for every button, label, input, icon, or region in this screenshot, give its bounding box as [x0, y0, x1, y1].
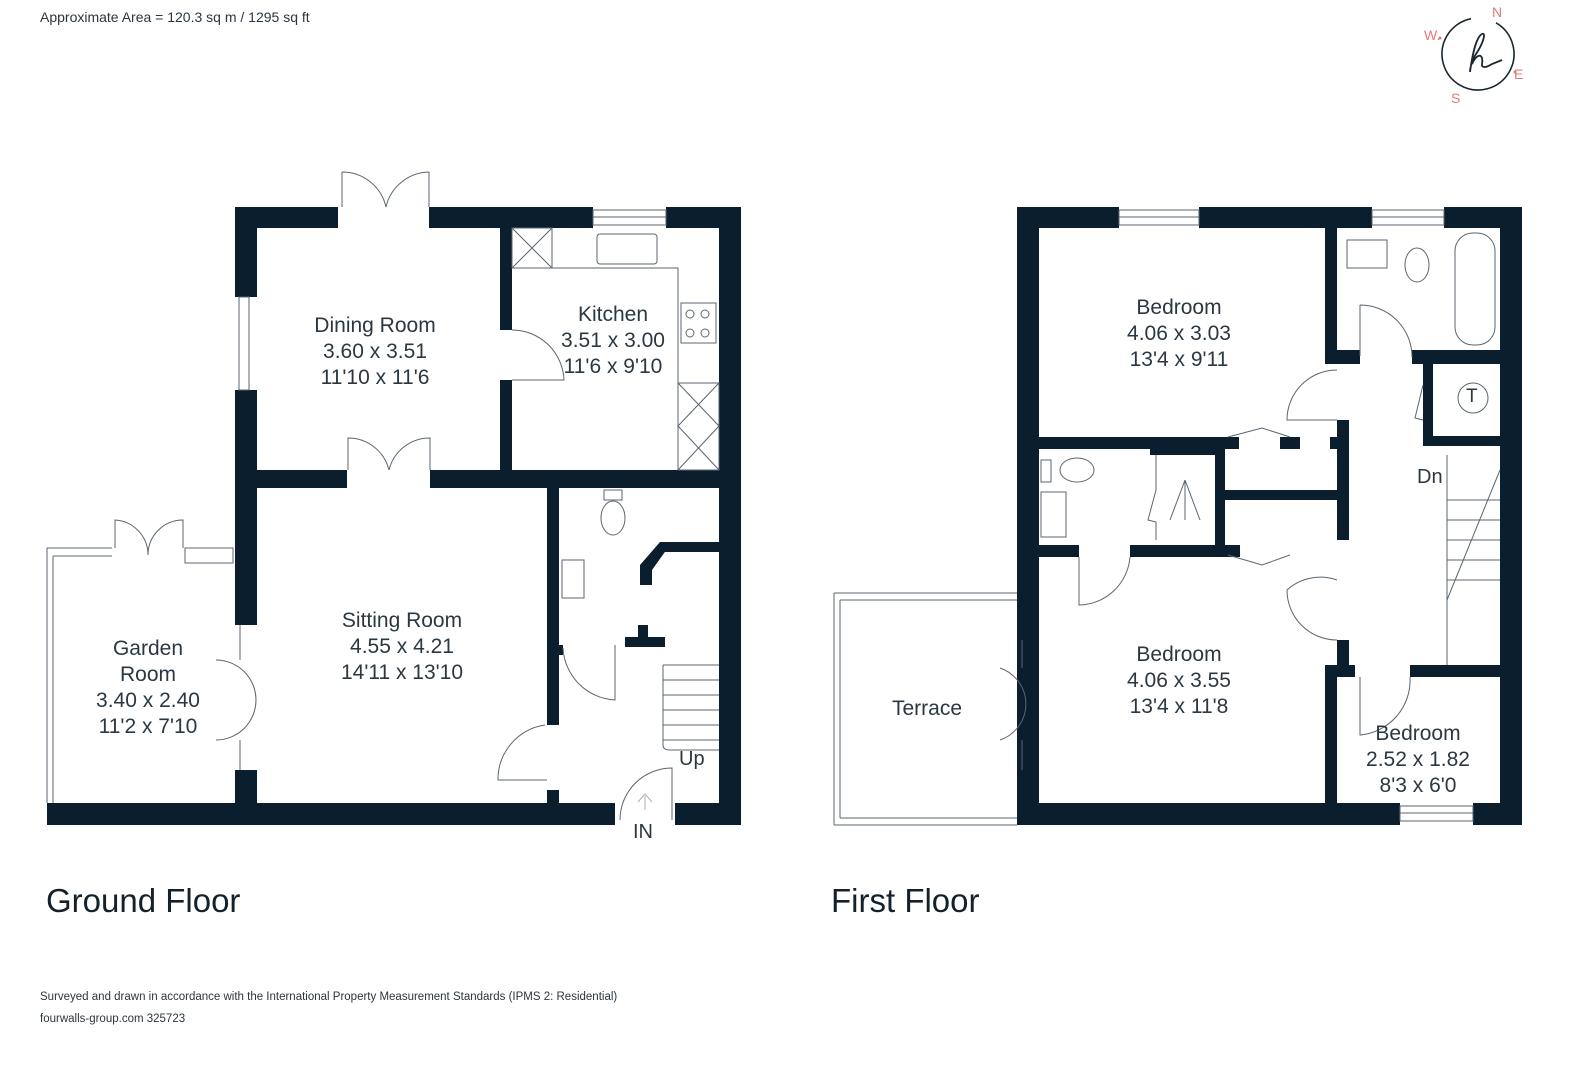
- h-script-logo-icon: [1438, 17, 1517, 91]
- ground-floor-walls: [47, 207, 741, 825]
- room-imperial: 8'3 x 6'0: [1379, 774, 1457, 797]
- stairs-down-label: Dn: [1417, 466, 1443, 488]
- room-dining-room: Dining Room 3.60 x 3.51 11'10 x 11'6: [314, 313, 435, 391]
- approximate-area: Approximate Area = 120.3 sq m / 1295 sq …: [40, 9, 310, 25]
- ground-floor-fixtures: [46, 171, 720, 821]
- stairs-up-label: Up: [679, 748, 705, 770]
- room-name: Bedroom: [1136, 296, 1222, 319]
- standards-note: Surveyed and drawn in accordance with th…: [40, 991, 618, 1003]
- room-imperial: 13'4 x 11'8: [1129, 695, 1229, 718]
- compass-east: E: [1514, 66, 1524, 82]
- compass-west: W.: [1424, 27, 1441, 43]
- compass-logo: N E S W.: [1420, 2, 1540, 107]
- room-bedroom-3: Bedroom 2.52 x 1.82 8'3 x 6'0: [1366, 721, 1470, 799]
- room-bedroom-1: Bedroom 4.06 x 3.03 13'4 x 9'11: [1127, 295, 1231, 373]
- room-metric: 4.06 x 3.03: [1127, 322, 1231, 345]
- compass-south: S: [1451, 90, 1461, 106]
- room-name: Terrace: [891, 697, 963, 720]
- compass-north: N: [1492, 4, 1503, 20]
- room-imperial: 14'11 x 13'10: [340, 661, 464, 684]
- room-name-line2: Room: [119, 663, 177, 686]
- room-imperial: 13'4 x 9'11: [1129, 348, 1229, 371]
- tank-label: T: [1466, 386, 1478, 407]
- ground-floor-title: Ground Floor: [46, 882, 241, 919]
- room-name: Bedroom: [1136, 643, 1222, 666]
- first-floor-fixtures: [833, 209, 1501, 826]
- room-name: Kitchen: [577, 303, 649, 326]
- room-imperial: 11'6 x 9'10: [563, 355, 663, 378]
- room-kitchen: Kitchen 3.51 x 3.00 11'6 x 9'10: [561, 302, 665, 380]
- room-metric: 3.51 x 3.00: [561, 329, 665, 352]
- room-garden-room: Garden Room 3.40 x 2.40 11'2 x 7'10: [96, 636, 200, 740]
- room-imperial: 11'2 x 7'10: [98, 715, 198, 738]
- room-name: Dining Room: [314, 314, 436, 337]
- room-imperial: 11'10 x 11'6: [320, 366, 430, 389]
- room-name-line1: Garden: [112, 637, 184, 660]
- room-name: Bedroom: [1375, 722, 1461, 745]
- room-sitting-room: Sitting Room 4.55 x 4.21 14'11 x 13'10: [341, 608, 463, 686]
- entrance-label: IN: [633, 821, 653, 843]
- room-metric: 3.40 x 2.40: [96, 689, 200, 712]
- room-terrace: Terrace: [892, 696, 962, 722]
- room-metric: 2.52 x 1.82: [1366, 748, 1470, 771]
- room-metric: 4.55 x 4.21: [350, 635, 454, 658]
- room-metric: 3.60 x 3.51: [323, 340, 427, 363]
- room-bedroom-2: Bedroom 4.06 x 3.55 13'4 x 11'8: [1127, 642, 1231, 720]
- room-metric: 4.06 x 3.55: [1127, 669, 1231, 692]
- reference-link: fourwalls-group.com 325723: [40, 1013, 186, 1025]
- first-floor-title: First Floor: [831, 882, 980, 919]
- room-name: Sitting Room: [341, 609, 463, 632]
- first-floor-walls: [1017, 207, 1522, 825]
